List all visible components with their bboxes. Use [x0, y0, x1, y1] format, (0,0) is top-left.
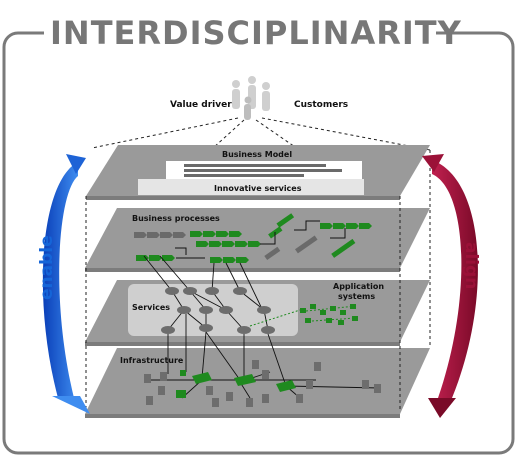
application-systems-label-2: systems: [338, 292, 375, 301]
enable-label: enable: [37, 235, 57, 300]
application-systems-label-1: Application: [333, 282, 384, 291]
layer-boundaries: [85, 150, 431, 412]
customers-label: Customers: [294, 100, 348, 110]
service-network: [143, 255, 358, 334]
align-label: align: [461, 242, 481, 289]
page-title: INTERDISCIPLINARITY: [44, 14, 461, 52]
infrastructure-network: [144, 314, 381, 407]
process-chains: [134, 213, 372, 263]
innovative-services-box: [138, 179, 364, 195]
innovative-services-label: Innovative services: [214, 184, 302, 193]
business-model-label: Business Model: [222, 150, 292, 159]
customers-icon: [232, 76, 270, 120]
services-label: Services: [132, 303, 170, 312]
align-arrow-icon: [422, 154, 478, 418]
enable-arrow-icon: [42, 154, 90, 414]
infrastructure-label: Infrastructure: [120, 356, 184, 365]
business-processes-label: Business processes: [132, 214, 220, 223]
business-processes-layer: [85, 208, 430, 272]
infrastructure-layer: [85, 348, 430, 418]
value-driver-label: Value driver: [170, 100, 232, 110]
business-model-card: [166, 161, 362, 179]
